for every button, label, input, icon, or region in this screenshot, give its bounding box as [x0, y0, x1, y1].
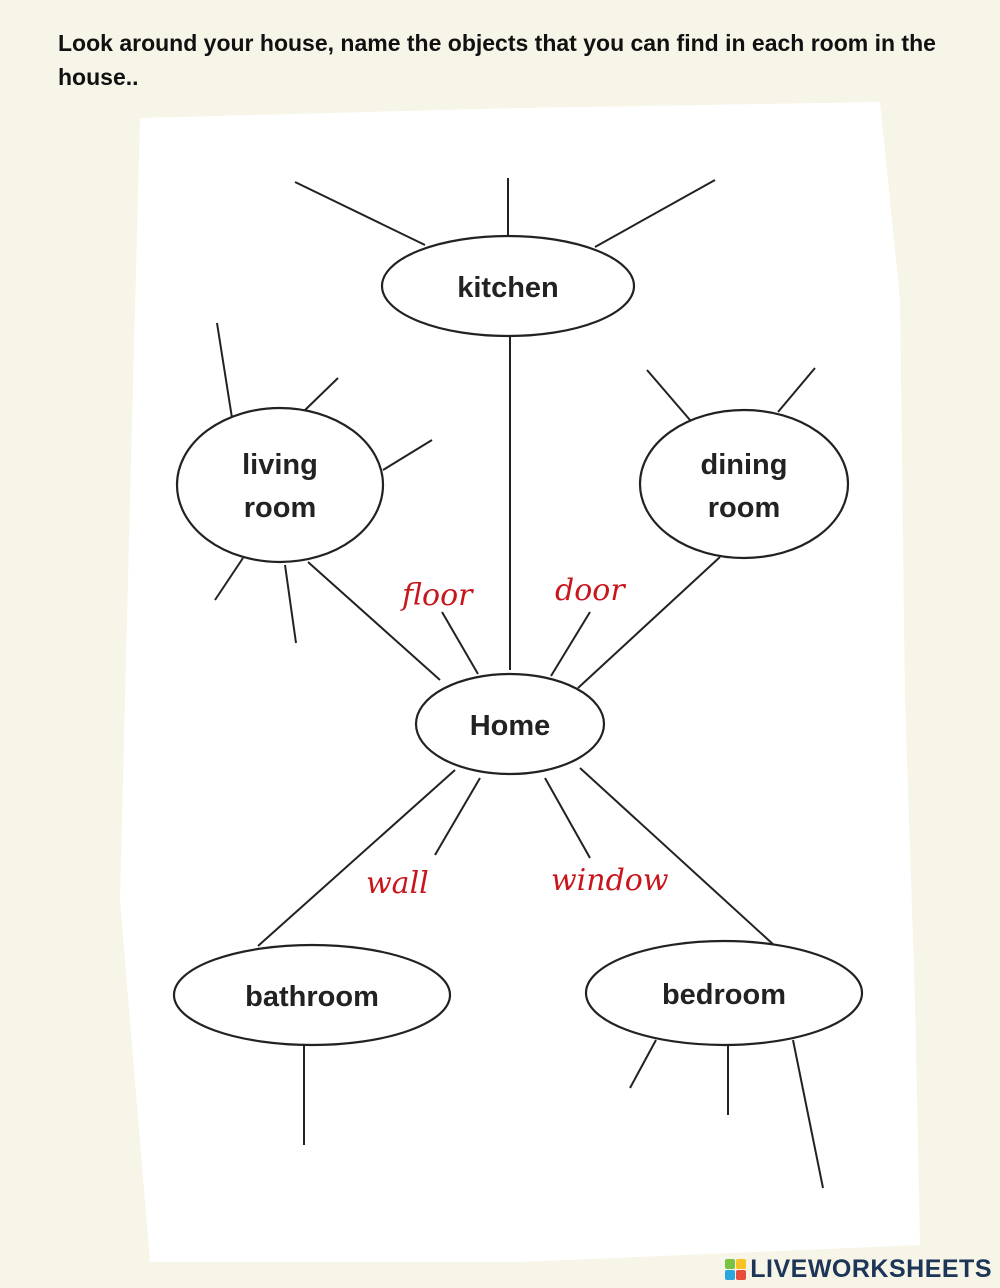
window-spoke	[544, 777, 591, 859]
bedroom-label: bedroom	[662, 979, 786, 1011]
living-room-label-line2: room	[244, 492, 317, 524]
living-home-link	[307, 561, 441, 681]
bedroom-spoke-1	[629, 1039, 657, 1089]
living-spoke-1	[216, 322, 233, 419]
answer-door[interactable]: door	[555, 573, 626, 608]
living-spoke-4	[214, 557, 244, 601]
logo-square-3	[725, 1269, 736, 1280]
bedroom-bubble	[584, 939, 864, 1047]
home-bubble	[414, 672, 606, 776]
living-spoke-3	[382, 439, 433, 471]
living-room-label-line1: living	[242, 449, 318, 481]
answer-wall[interactable]: wall	[366, 866, 429, 901]
kitchen-spoke-right	[594, 179, 716, 248]
bathroom-label: bathroom	[245, 981, 379, 1013]
living-spoke-5	[284, 564, 297, 644]
kitchen-bubble	[380, 234, 636, 338]
logo-square-2	[736, 1258, 747, 1269]
liveworksheets-branding: LIVEWORKSHEETS	[725, 1254, 992, 1284]
answer-window[interactable]: window	[551, 863, 669, 898]
answer-floor[interactable]: floor	[400, 578, 474, 613]
floor-spoke	[441, 611, 479, 675]
home-bathroom-link	[257, 769, 456, 947]
dining-spoke-left	[646, 369, 691, 421]
kitchen-label: kitchen	[457, 272, 559, 304]
door-spoke	[550, 611, 591, 677]
living-spoke-2	[302, 377, 339, 413]
living-room-bubble	[175, 406, 385, 564]
dining-room-label-line1: dining	[701, 449, 788, 481]
logo-square-4	[736, 1269, 747, 1280]
liveworksheets-logo-icon	[725, 1258, 747, 1280]
kitchen-spoke-left	[294, 181, 426, 246]
liveworksheets-brand-text: LIVEWORKSHEETS	[750, 1254, 992, 1283]
home-bedroom-link	[579, 767, 776, 947]
bathroom-bubble	[172, 943, 452, 1047]
home-label: Home	[470, 710, 551, 742]
dining-room-bubble	[638, 408, 850, 560]
dining-room-label-line2: room	[708, 492, 781, 524]
wall-spoke	[434, 777, 481, 856]
logo-square-1	[725, 1258, 736, 1269]
dining-home-link	[577, 556, 721, 689]
bedroom-spoke-3	[792, 1039, 824, 1189]
instruction-text: Look around your house, name the objects…	[58, 30, 936, 90]
dining-spoke-right	[777, 367, 816, 413]
